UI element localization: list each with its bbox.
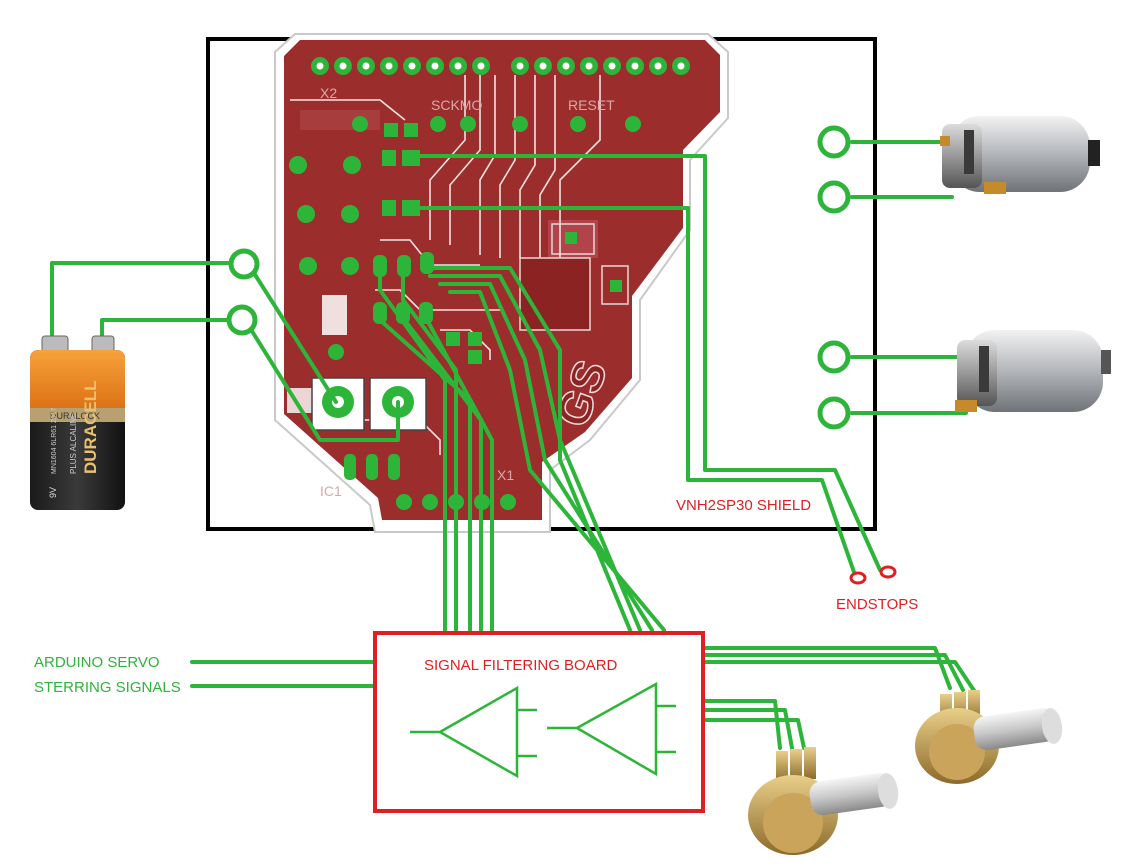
silk-header-left: SCKMO xyxy=(431,97,482,113)
shield-pcb: SCKMO RESET X2 X1 IC1 GS xyxy=(274,33,729,533)
header-pin-hole xyxy=(631,62,639,70)
dc-motor-icon xyxy=(940,116,1100,194)
header-pin-hole xyxy=(477,62,485,70)
servo-label-line2: STERRING SIGNALS xyxy=(34,679,181,696)
signal-filtering-board xyxy=(373,631,705,813)
header-pin-hole xyxy=(454,62,462,70)
battery-name: DURACELL xyxy=(81,381,100,475)
silk-ic1: IC1 xyxy=(320,483,342,499)
dc-motor-icon xyxy=(955,330,1111,412)
silk-x1: X1 xyxy=(497,467,514,483)
top-header-pins xyxy=(311,57,690,75)
header-pin-hole xyxy=(539,62,547,70)
header-pin-hole xyxy=(339,62,347,70)
connection-rings xyxy=(226,125,851,430)
battery-icon: DURALOCK DURACELL PLUS ALCALINE 9V MN160… xyxy=(30,335,125,510)
header-pin-hole xyxy=(585,62,593,70)
header-pin-hole xyxy=(608,62,616,70)
header-pin-hole xyxy=(385,62,393,70)
silk-x2: X2 xyxy=(320,85,337,101)
silk-header-right: RESET xyxy=(568,97,615,113)
wires xyxy=(50,140,977,750)
header-pin-hole xyxy=(362,62,370,70)
header-pin-hole xyxy=(431,62,439,70)
header-pin-hole xyxy=(516,62,524,70)
shield-label: VNH2SP30 SHIELD xyxy=(676,497,811,514)
header-pin-hole xyxy=(562,62,570,70)
potentiometer-icon xyxy=(915,690,1063,784)
left-pads xyxy=(289,116,641,360)
battery-brand: DURALOCK xyxy=(50,411,100,421)
endstops-label: ENDSTOPS xyxy=(836,596,918,613)
filter-board-label: SIGNAL FILTERING BOARD xyxy=(424,657,618,674)
battery-code: MN1604 6LR61 2017 xyxy=(51,407,58,474)
battery-type: PLUS ALCALINE xyxy=(69,413,78,474)
battery-voltage: 9V xyxy=(48,487,58,498)
header-pin-hole xyxy=(677,62,685,70)
header-pin-hole xyxy=(408,62,416,70)
servo-label-line1: ARDUINO SERVO xyxy=(34,654,160,671)
endstops xyxy=(849,565,897,585)
header-pin-hole xyxy=(654,62,662,70)
header-pin-hole xyxy=(316,62,324,70)
potentiometer-icon xyxy=(748,747,899,855)
